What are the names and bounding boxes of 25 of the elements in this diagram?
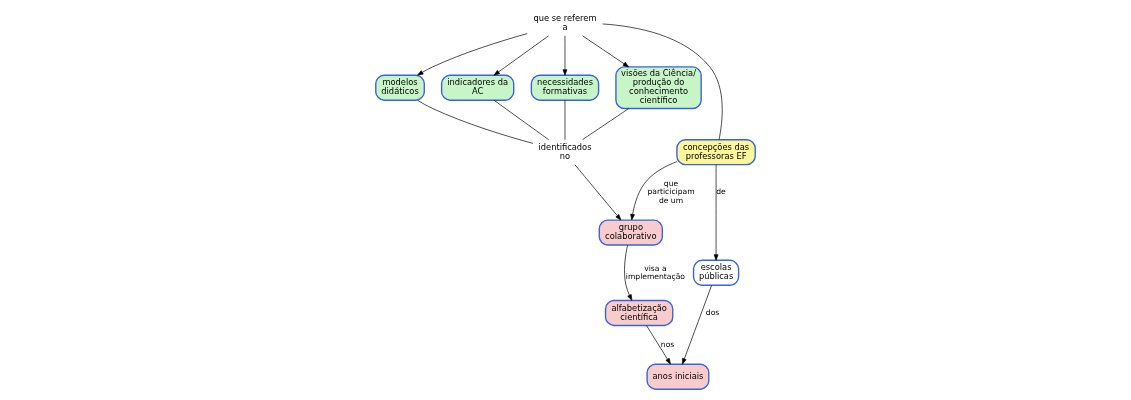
arrow [493, 35, 549, 76]
node-box: grupo colaborativo [598, 219, 664, 246]
node-text: identificados no [538, 141, 592, 161]
connector [493, 99, 549, 141]
node-box: escolas públicas [692, 259, 740, 286]
arrow [630, 161, 678, 221]
node-box: indicadores da AC [440, 74, 515, 101]
node-box: alfabetização científica [604, 299, 674, 327]
arrow [713, 164, 719, 261]
arrow [582, 35, 630, 68]
arrow [562, 35, 568, 76]
arrow [646, 325, 671, 365]
node-box: visões da Ciência/ produção do conhecimento científico [615, 66, 702, 110]
arrow [417, 33, 528, 76]
arrow [624, 244, 633, 301]
node-box: concepções das professoras EF [676, 139, 756, 166]
connector [602, 23, 723, 140]
connector [417, 99, 534, 144]
connector [582, 108, 630, 140]
node-text: que se referem a [533, 12, 597, 32]
node-box: anos iniciais [646, 363, 710, 390]
node-box: necessidades formativas [530, 74, 600, 101]
arrow [574, 164, 622, 221]
node-box: modelos didáticos [375, 74, 425, 101]
arrow [682, 285, 712, 365]
